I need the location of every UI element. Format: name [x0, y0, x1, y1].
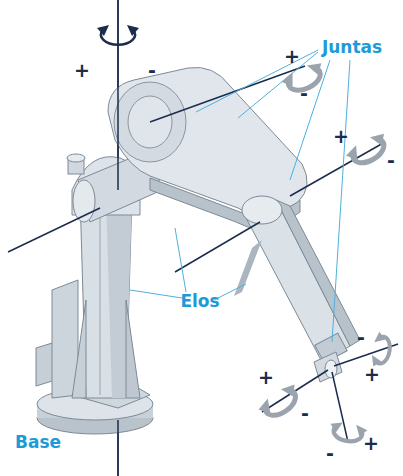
rotation-sign: + [258, 368, 274, 387]
rotation-sign: + [364, 365, 380, 384]
joint-label: Juntas [322, 39, 382, 56]
rotation-sign: - [387, 151, 395, 170]
rotation-sign: - [300, 84, 308, 103]
column [72, 195, 150, 408]
rotation-sign: + [284, 47, 300, 66]
axis-lines [8, 0, 398, 476]
base-label: Base [15, 434, 61, 451]
leader-lines [130, 50, 350, 342]
rotation-sign: - [357, 328, 365, 347]
rotation-sign: + [363, 434, 379, 453]
link-label: Elos [180, 293, 219, 310]
rotation-sign: - [148, 61, 156, 80]
forearm [234, 196, 360, 363]
side-bracket [36, 280, 78, 398]
rotation-sign: + [74, 61, 90, 80]
rotation-arrows [97, 25, 392, 444]
wrist [314, 352, 342, 382]
rotation-sign: - [326, 444, 334, 463]
rotation-sign: + [333, 127, 349, 146]
rotation-sign: - [301, 404, 309, 423]
upper-arm [108, 67, 307, 229]
